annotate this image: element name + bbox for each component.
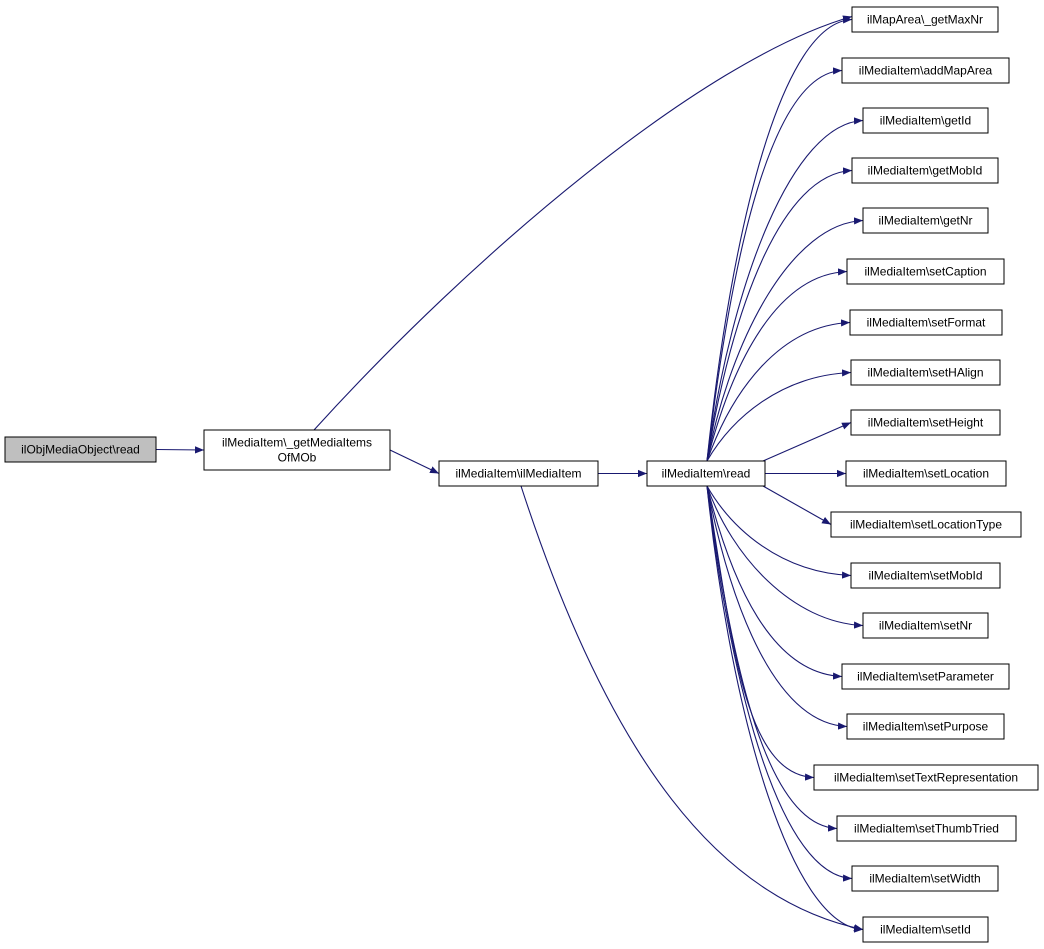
- node-set-caption[interactable]: ilMediaItem\setCaption: [846, 258, 1005, 285]
- edge-get-media-items-to-ctor: [389, 449, 440, 474]
- node-label: ilMediaItem\ilMediaItem: [455, 467, 581, 481]
- node-box: [850, 409, 1001, 436]
- node-label: ilMediaItem\setThumbTried: [854, 822, 999, 836]
- node-ctor[interactable]: ilMediaItem\ilMediaItem: [438, 460, 599, 487]
- node-root[interactable]: ilObjMediaObject\read: [4, 436, 157, 463]
- edge-read-to-set-width: [706, 485, 853, 882]
- node-box: [862, 916, 989, 943]
- edges-layer: [155, 15, 864, 933]
- node-label: ilMediaItem\setMobId: [868, 569, 982, 583]
- edge-read-to-set-format: [706, 319, 851, 462]
- edge-read-to-set-purpose: [706, 485, 848, 730]
- edge-read-to-set-height: [762, 421, 852, 462]
- node-label: ilMediaItem\setParameter: [857, 670, 994, 684]
- edge-read-to-set-thumb-tried: [706, 485, 838, 832]
- node-label: ilMediaItem\setHeight: [868, 416, 984, 430]
- edge-ctor-to-set-id: [520, 485, 864, 932]
- node-label: ilMapArea\_getMaxNr: [867, 13, 983, 27]
- node-box: [813, 764, 1039, 791]
- node-box: [836, 815, 1017, 842]
- node-set-purpose[interactable]: ilMediaItem\setPurpose: [846, 713, 1005, 740]
- node-set-thumb-tried[interactable]: ilMediaItem\setThumbTried: [836, 815, 1017, 842]
- edge-read-to-get-mob-id: [706, 167, 853, 462]
- edge-read-to-add-map-area: [706, 67, 843, 462]
- node-get-max-nr[interactable]: ilMapArea\_getMaxNr: [851, 6, 999, 33]
- node-get-mob-id[interactable]: ilMediaItem\getMobId: [851, 157, 999, 184]
- node-label: ilMediaItem\setPurpose: [863, 720, 989, 734]
- node-box: [850, 359, 1001, 386]
- node-set-format[interactable]: ilMediaItem\setFormat: [849, 309, 1003, 336]
- node-set-halign[interactable]: ilMediaItem\setHAlign: [850, 359, 1001, 386]
- node-set-mob-id[interactable]: ilMediaItem\setMobId: [850, 562, 1001, 589]
- node-box: [862, 612, 989, 639]
- node-set-text-representation[interactable]: ilMediaItem\setTextRepresentation: [813, 764, 1039, 791]
- node-box: [841, 663, 1010, 690]
- node-box: [862, 207, 989, 234]
- edge-read-to-set-halign: [706, 369, 852, 462]
- node-box: [846, 713, 1005, 740]
- node-label: ilMediaItem\setCaption: [864, 265, 986, 279]
- node-label: ilMediaItem\getId: [880, 114, 971, 128]
- node-label: ilMediaItem\setLocation: [863, 467, 989, 481]
- node-get-id[interactable]: ilMediaItem\getId: [862, 107, 989, 134]
- edge-get-media-items-to-get-max-nr: [313, 15, 853, 431]
- node-set-width[interactable]: ilMediaItem\setWidth: [851, 865, 999, 892]
- node-box: [845, 460, 1007, 487]
- node-set-height[interactable]: ilMediaItem\setHeight: [850, 409, 1001, 436]
- edge-read-to-set-id: [706, 485, 864, 933]
- edge-read-to-get-id: [706, 117, 864, 462]
- node-label: ilMediaItem\getMobId: [868, 164, 983, 178]
- edge-read-to-set-nr: [706, 485, 864, 629]
- edge-read-to-set-caption: [706, 268, 848, 462]
- edge-root-to-get-media-items: [155, 446, 205, 454]
- nodes-layer: ilObjMediaObject\read ilMediaItem\_getMed…: [4, 6, 1039, 943]
- node-box: [830, 511, 1022, 538]
- node-label: ilMediaItem\setNr: [879, 619, 972, 633]
- edge-read-to-get-nr: [706, 217, 864, 462]
- edge-read-to-get-max-nr: [706, 16, 853, 462]
- node-label: ilMediaItem\setHAlign: [867, 366, 983, 380]
- node-box: [646, 460, 766, 487]
- node-label: ilMediaItem\setFormat: [867, 316, 986, 330]
- node-box: [4, 436, 157, 463]
- node-box: [851, 6, 999, 33]
- node-box: [438, 460, 599, 487]
- edge-read-to-set-text-representation: [706, 485, 815, 781]
- node-set-location[interactable]: ilMediaItem\setLocation: [845, 460, 1007, 487]
- node-set-parameter[interactable]: ilMediaItem\setParameter: [841, 663, 1010, 690]
- node-label: ilMediaItem\addMapArea: [859, 64, 993, 78]
- node-box: [849, 309, 1003, 336]
- node-box: [851, 865, 999, 892]
- node-label: OfMOb: [278, 451, 317, 465]
- edge-read-to-set-mob-id: [706, 485, 852, 579]
- node-box: [846, 258, 1005, 285]
- node-get-nr[interactable]: ilMediaItem\getNr: [862, 207, 989, 234]
- node-label: ilMediaItem\setWidth: [869, 872, 980, 886]
- edge-read-to-set-location-type: [762, 485, 832, 525]
- node-box: [862, 107, 989, 134]
- edge-read-to-set-parameter: [706, 485, 843, 680]
- node-set-nr[interactable]: ilMediaItem\setNr: [862, 612, 989, 639]
- node-label: ilMediaItem\setLocationType: [850, 518, 1002, 532]
- node-add-map-area[interactable]: ilMediaItem\addMapArea: [841, 57, 1010, 84]
- node-box: [203, 429, 391, 471]
- node-label: ilMediaItem\read: [662, 467, 751, 481]
- node-set-id[interactable]: ilMediaItem\setId: [862, 916, 989, 943]
- node-box: [851, 157, 999, 184]
- node-box: [841, 57, 1010, 84]
- node-label: ilMediaItem\setId: [880, 923, 971, 937]
- node-label: ilMediaItem\setTextRepresentation: [834, 771, 1018, 785]
- node-label: ilMediaItem\_getMediaItems: [222, 436, 372, 450]
- node-read[interactable]: ilMediaItem\read: [646, 460, 766, 487]
- node-label: ilMediaItem\getNr: [878, 214, 972, 228]
- node-set-location-type[interactable]: ilMediaItem\setLocationType: [830, 511, 1022, 538]
- node-label: ilObjMediaObject\read: [21, 443, 140, 457]
- node-box: [850, 562, 1001, 589]
